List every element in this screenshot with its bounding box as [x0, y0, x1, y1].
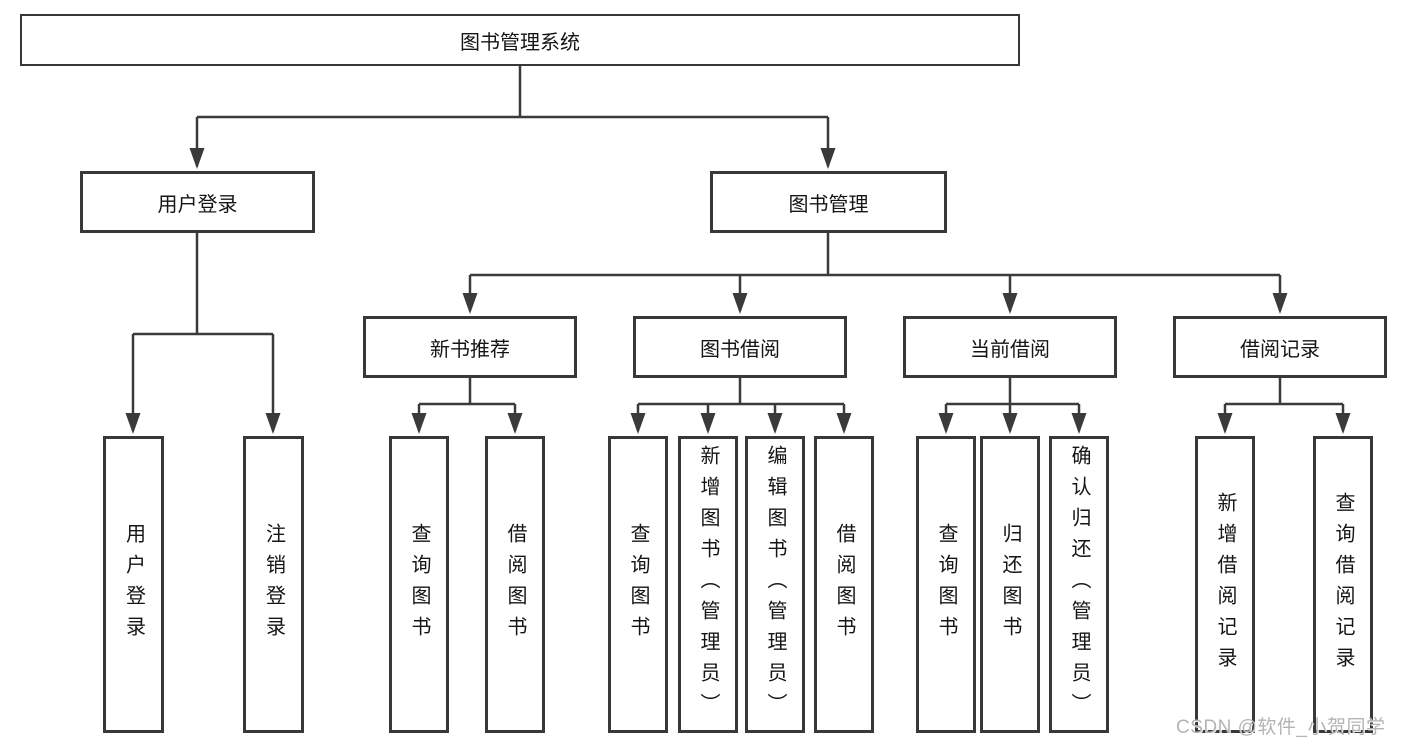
leaf-bb-edit-books-admin: 编辑图书（管理员） [745, 436, 805, 733]
node-book-management-label: 图书管理 [788, 193, 869, 216]
leaf-bb-borrow-books-label: 借阅图书 [833, 522, 855, 647]
leaf-nb-query-books-label: 查询图书 [408, 522, 430, 647]
node-system-root: 图书管理系统 [20, 14, 1020, 66]
leaf-cb-confirm-return-admin: 确认归还（管理员） [1049, 436, 1109, 733]
leaf-user-login-label: 用户登录 [122, 522, 145, 647]
leaf-br-query-record-label: 查询借阅记录 [1332, 491, 1354, 678]
leaf-logout-label: 注销登录 [262, 522, 285, 647]
leaf-br-query-record: 查询借阅记录 [1313, 436, 1373, 733]
node-system-root-label: 图书管理系统 [460, 31, 580, 54]
node-book-management: 图书管理 [710, 171, 947, 233]
leaf-nb-borrow-books: 借阅图书 [485, 436, 545, 733]
node-new-book-recommend-label: 新书推荐 [430, 338, 510, 361]
leaf-user-login: 用户登录 [103, 436, 164, 733]
leaf-br-add-record: 新增借阅记录 [1195, 436, 1255, 733]
connector-trunk-lines [133, 66, 1343, 406]
leaf-cb-confirm-return-admin-label: 确认归还（管理员） [1068, 445, 1090, 724]
leaf-bb-add-books-admin-label: 新增图书（管理员） [697, 445, 719, 724]
node-current-borrowing: 当前借阅 [903, 316, 1117, 378]
node-book-borrowing-label: 图书借阅 [700, 338, 780, 361]
leaf-cb-query-books: 查询图书 [916, 436, 976, 733]
leaf-logout: 注销登录 [243, 436, 304, 733]
watermark: CSDN @软件_小贺同学 [1176, 717, 1386, 738]
leaf-cb-return-books: 归还图书 [980, 436, 1040, 733]
leaf-bb-borrow-books: 借阅图书 [814, 436, 874, 733]
node-current-borrowing-label: 当前借阅 [970, 338, 1050, 361]
node-new-book-recommend: 新书推荐 [363, 316, 577, 378]
leaf-bb-add-books-admin: 新增图书（管理员） [678, 436, 738, 733]
leaf-nb-borrow-books-label: 借阅图书 [504, 522, 526, 647]
leaf-bb-query-books: 查询图书 [608, 436, 668, 733]
leaf-cb-return-books-label: 归还图书 [999, 522, 1021, 647]
leaf-bb-edit-books-admin-label: 编辑图书（管理员） [764, 445, 786, 724]
node-user-login-label: 用户登录 [157, 193, 238, 216]
node-book-borrowing: 图书借阅 [633, 316, 847, 378]
leaf-nb-query-books: 查询图书 [389, 436, 449, 733]
leaf-br-add-record-label: 新增借阅记录 [1214, 491, 1236, 678]
node-borrowing-records: 借阅记录 [1173, 316, 1387, 378]
node-borrowing-records-label: 借阅记录 [1240, 338, 1320, 361]
node-user-login: 用户登录 [80, 171, 315, 233]
leaf-bb-query-books-label: 查询图书 [627, 522, 649, 647]
leaf-cb-query-books-label: 查询图书 [935, 522, 957, 647]
